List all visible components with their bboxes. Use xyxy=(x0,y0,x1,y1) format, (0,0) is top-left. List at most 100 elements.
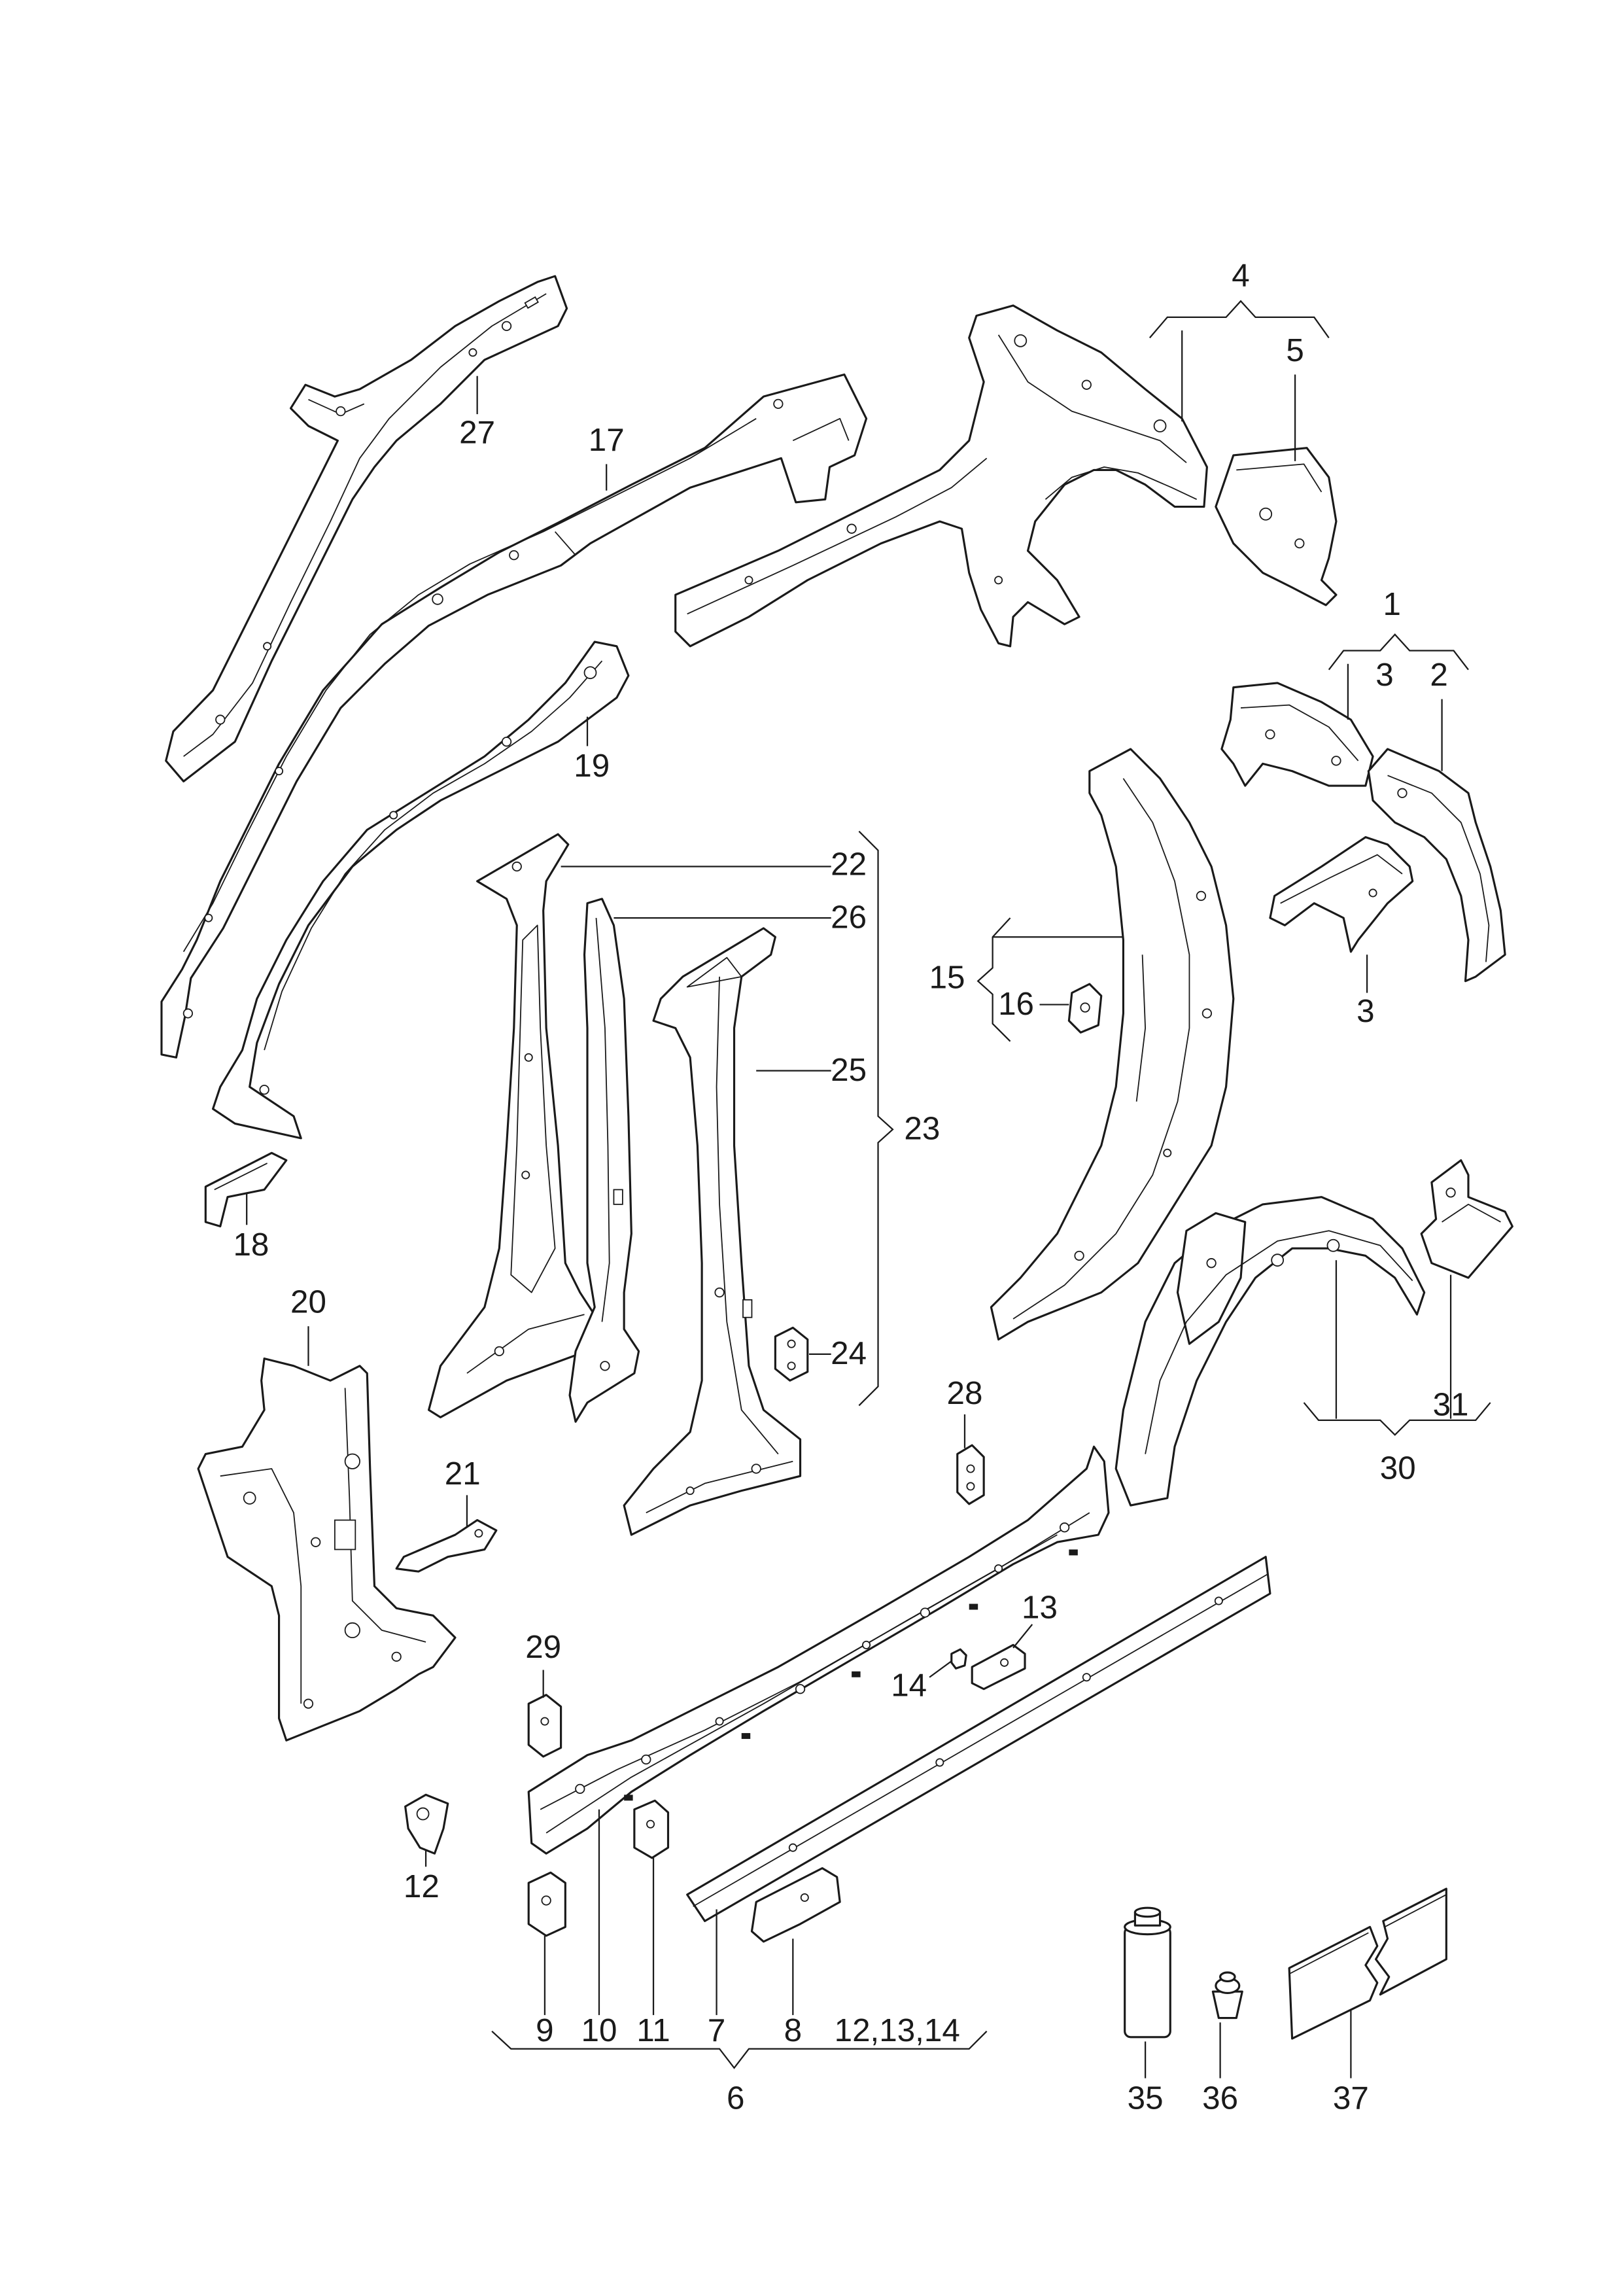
mounting-hole xyxy=(1153,419,1167,432)
callout-23: 23 xyxy=(904,1111,940,1147)
callout-29: 29 xyxy=(525,1629,561,1665)
part-15-inner-line xyxy=(1135,955,1147,1102)
slot-hole xyxy=(524,296,539,309)
mounting-hole xyxy=(751,1463,761,1474)
tab xyxy=(969,1603,978,1610)
part-30 xyxy=(1114,1196,1426,1507)
mounting-hole xyxy=(1214,1596,1223,1605)
part-35-nozzle-cap xyxy=(1133,1906,1162,1918)
part-8 xyxy=(750,1867,841,1943)
part-3-lower-outline xyxy=(1269,836,1414,953)
callout-14: 14 xyxy=(891,1668,927,1704)
mounting-hole xyxy=(389,811,398,820)
part-15-ridge-line xyxy=(1012,778,1190,1320)
part-20-outline xyxy=(197,1358,457,1742)
mounting-hole xyxy=(494,1346,504,1357)
callout-11: 11 xyxy=(636,2012,670,2048)
mounting-hole xyxy=(1397,788,1408,798)
mounting-hole xyxy=(714,1287,725,1298)
mounting-hole xyxy=(685,1486,695,1496)
part-19-outline xyxy=(211,640,630,1140)
part-37-sheet xyxy=(1288,1887,1447,2040)
callout-12-13-14: 12,13,14 xyxy=(835,2012,960,2048)
part-17 xyxy=(160,373,868,1059)
part-22-lower-line xyxy=(466,1314,585,1374)
mounting-hole xyxy=(966,1482,975,1491)
callout-22: 22 xyxy=(831,847,867,883)
mounting-hole xyxy=(800,1893,809,1902)
callout-21: 21 xyxy=(445,1456,481,1492)
part-30-flange xyxy=(1176,1212,1247,1345)
part-27-outline xyxy=(165,275,568,782)
part-25-lower-line xyxy=(646,1460,793,1514)
mounting-hole xyxy=(795,1684,806,1694)
part-19 xyxy=(211,640,630,1140)
part-7-outline xyxy=(686,1556,1271,1923)
callout-10: 10 xyxy=(581,2012,617,2048)
mounting-hole xyxy=(787,1339,796,1348)
callout-36: 36 xyxy=(1202,2080,1238,2116)
mounting-hole xyxy=(1074,1250,1084,1261)
mounting-hole xyxy=(468,348,477,357)
mounting-hole xyxy=(773,398,784,410)
part-30-arch-line xyxy=(1145,1230,1413,1454)
part-31-fold-line xyxy=(1442,1203,1501,1223)
callout-25: 25 xyxy=(831,1052,867,1088)
callout-24: 24 xyxy=(831,1335,867,1371)
callout-1: 1 xyxy=(1383,586,1401,622)
mounting-hole xyxy=(275,767,284,776)
mounting-hole xyxy=(1271,1253,1285,1267)
part-25-outline xyxy=(623,927,802,1536)
group-brackets xyxy=(491,300,1491,2069)
part-13 xyxy=(971,1643,1026,1691)
mounting-hole xyxy=(641,1754,651,1765)
part-14 xyxy=(950,1648,967,1670)
mounting-hole xyxy=(575,1783,585,1795)
mounting-hole xyxy=(204,913,213,922)
mounting-hole xyxy=(744,576,753,585)
callout-18: 18 xyxy=(233,1227,269,1263)
mounting-hole xyxy=(846,523,857,534)
part-4-rail-line xyxy=(687,457,988,615)
bracket-1 xyxy=(1328,633,1469,671)
mounting-hole xyxy=(1294,538,1305,549)
part-12 xyxy=(404,1793,449,1855)
part-21 xyxy=(395,1518,498,1573)
callout-35: 35 xyxy=(1128,2080,1164,2116)
callout-labels: 4 5 27 17 1 3 2 19 22 26 15 16 3 25 23 1… xyxy=(233,257,1468,2116)
callout-28: 28 xyxy=(947,1375,983,1411)
part-3-upper xyxy=(1220,682,1374,787)
part-8-outline xyxy=(750,1867,841,1943)
part-25-ridge-line xyxy=(716,976,779,1455)
part-28 xyxy=(956,1444,985,1505)
mounting-hole xyxy=(344,1453,360,1469)
callout-31: 31 xyxy=(1433,1387,1469,1423)
mounting-hole xyxy=(1060,1522,1070,1533)
part-10-lower-flange xyxy=(545,1534,1058,1834)
part-26 xyxy=(568,898,640,1423)
tab xyxy=(1069,1549,1078,1556)
part-30-outline xyxy=(1114,1196,1426,1507)
mounting-hole xyxy=(1196,890,1207,902)
part-20 xyxy=(197,1358,457,1742)
callout-5: 5 xyxy=(1286,332,1304,368)
mounting-hole xyxy=(511,861,522,872)
part-5-fold-line xyxy=(1236,463,1322,493)
part-36-cap xyxy=(1219,1971,1236,1983)
tab xyxy=(741,1733,751,1740)
part-16 xyxy=(1067,983,1103,1034)
mounting-hole xyxy=(524,1053,533,1062)
callout-26: 26 xyxy=(831,899,867,935)
part-36-plug xyxy=(1211,1971,1243,2020)
part-37-left-piece xyxy=(1288,1925,1379,2040)
leader-13 xyxy=(1012,1624,1033,1649)
part-35-cartridge xyxy=(1124,1906,1171,2039)
part-24-outline xyxy=(774,1326,809,1382)
part-26-outline xyxy=(568,898,640,1423)
part-3-upper-fold-line xyxy=(1240,704,1359,762)
mounting-hole xyxy=(541,1895,551,1906)
part-31-outline xyxy=(1420,1159,1513,1279)
mounting-hole xyxy=(1445,1187,1456,1198)
mounting-hole xyxy=(215,714,226,725)
mounting-hole xyxy=(521,1170,530,1180)
